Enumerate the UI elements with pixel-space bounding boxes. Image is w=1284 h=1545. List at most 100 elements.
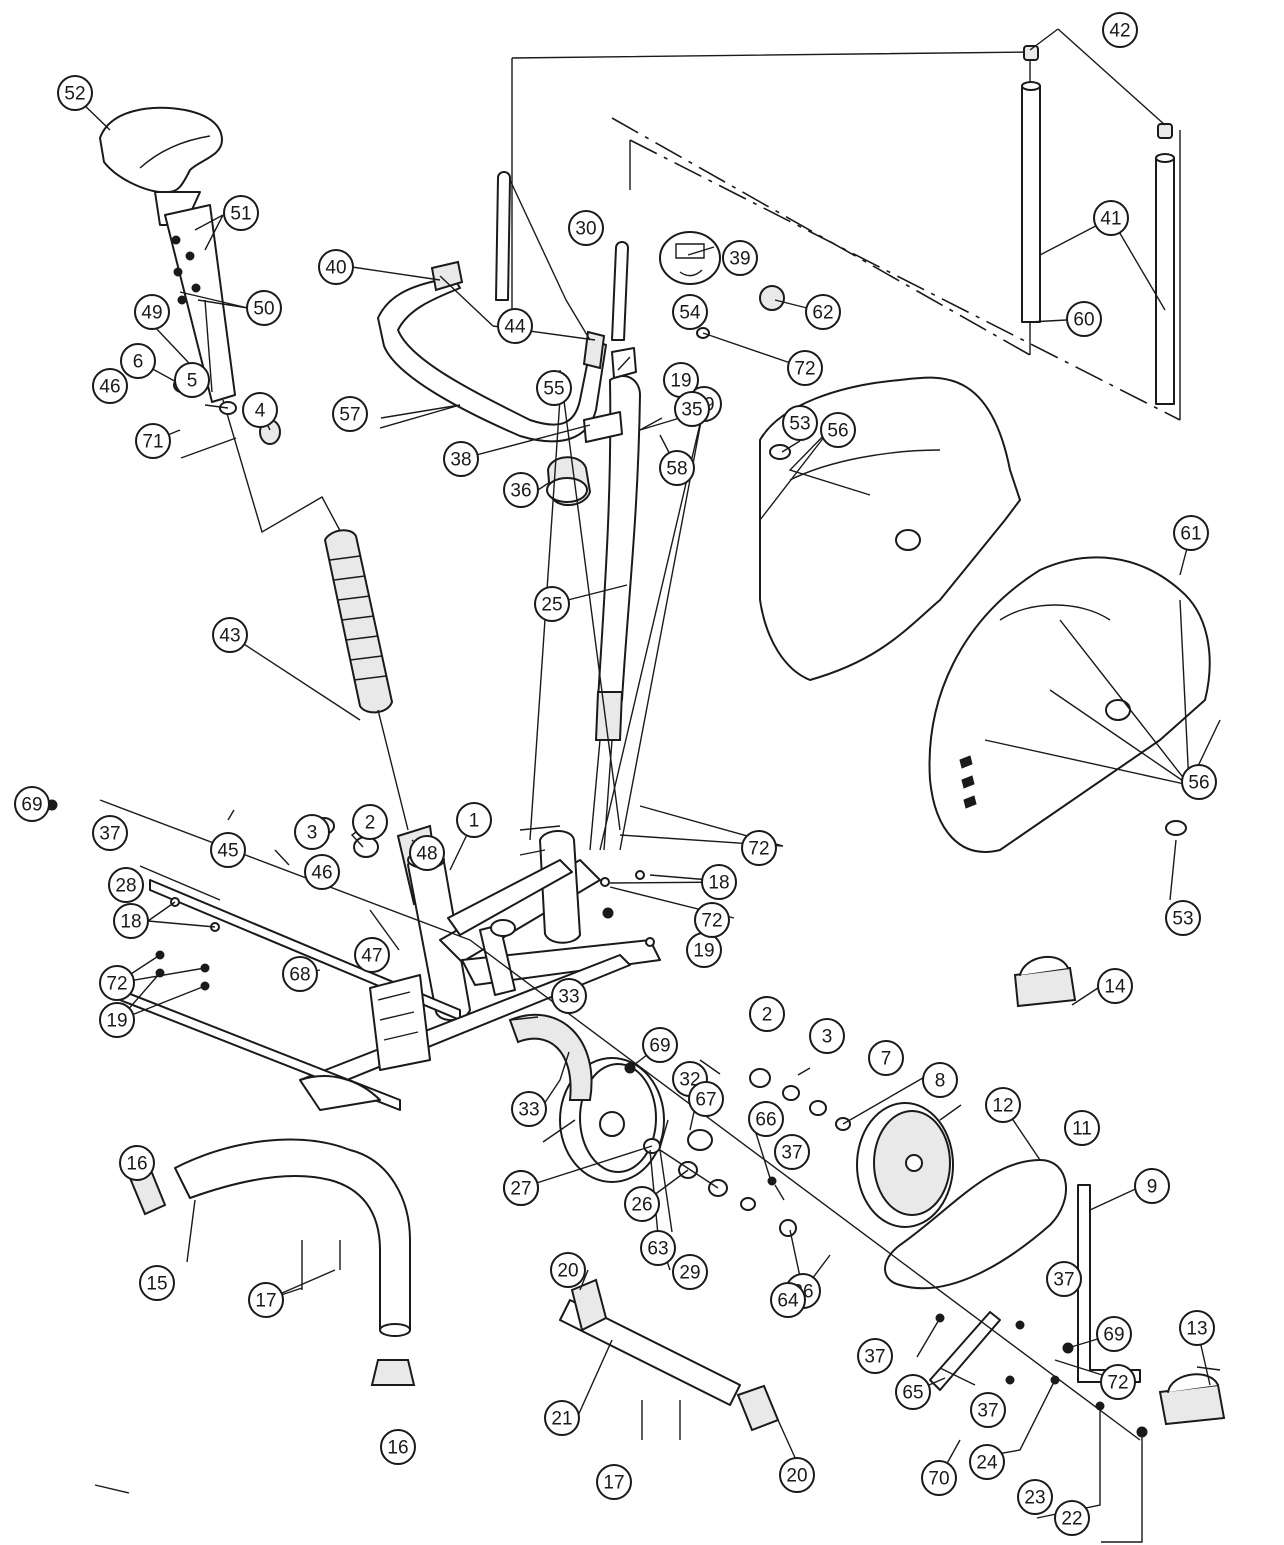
- callout-38: 38: [443, 441, 479, 477]
- callout-circle: [1096, 1316, 1132, 1352]
- callout-number: 72: [701, 911, 722, 932]
- callout-24: 24: [969, 1444, 1005, 1480]
- callout-number: 72: [106, 974, 127, 995]
- callout-11: 11: [1064, 1110, 1100, 1146]
- callout-13: 13: [1179, 1310, 1215, 1346]
- callout-45: 45: [210, 832, 246, 868]
- callout-circle: [659, 450, 695, 486]
- callout-circle: [113, 903, 149, 939]
- rear-stabilizer: [559, 1278, 780, 1432]
- callout-35: 35: [674, 391, 710, 427]
- callout-number: 4: [255, 401, 266, 422]
- callout-25: 25: [534, 586, 570, 622]
- callout-number: 67: [695, 1090, 716, 1111]
- callout-33: 33: [511, 1091, 547, 1127]
- callout-number: 70: [928, 1469, 949, 1490]
- callout-46: 46: [92, 368, 128, 404]
- callout-30: 30: [568, 210, 604, 246]
- callout-72: 72: [1100, 1364, 1136, 1400]
- callout-36: 36: [503, 472, 539, 508]
- callout-18: 18: [113, 903, 149, 939]
- callout-circle: [246, 290, 282, 326]
- callout-58: 58: [659, 450, 695, 486]
- callout-72: 72: [694, 902, 730, 938]
- callout-46: 46: [304, 854, 340, 890]
- callout-number: 62: [812, 303, 833, 324]
- callout-64: 64: [770, 1282, 806, 1318]
- callout-37: 37: [1046, 1261, 1082, 1297]
- callout-number: 72: [794, 359, 815, 380]
- callout-47: 47: [354, 937, 390, 973]
- callout-number: 72: [748, 839, 769, 860]
- console: [611, 231, 721, 379]
- callout-number: 18: [120, 912, 141, 933]
- callout-7: 7: [868, 1040, 904, 1076]
- callout-circle: [534, 586, 570, 622]
- right-cover: [928, 556, 1211, 853]
- callout-6: 6: [120, 343, 156, 379]
- callout-68: 68: [282, 956, 318, 992]
- callout-41: 41: [1093, 200, 1129, 236]
- callout-5: 5: [174, 362, 210, 398]
- callout-3: 3: [294, 814, 330, 850]
- belt: [884, 1159, 1067, 1290]
- callout-number: 39: [729, 249, 750, 270]
- callout-number: 69: [1103, 1325, 1124, 1346]
- brake-strap: [508, 1013, 593, 1101]
- callout-57: 57: [332, 396, 368, 432]
- callout-circle: [672, 294, 708, 330]
- callout-circle: [642, 1027, 678, 1063]
- right-crank: [1077, 1184, 1141, 1383]
- callout-number: 23: [1024, 1488, 1045, 1509]
- callout-number: 44: [504, 317, 526, 338]
- callout-number: 21: [551, 1409, 572, 1430]
- callout-circle: [139, 1265, 175, 1301]
- pedal: [1158, 1373, 1226, 1426]
- callout-circle: [688, 1081, 724, 1117]
- callout-number: 33: [558, 987, 579, 1008]
- callout-circle: [694, 902, 730, 938]
- callout-circle: [497, 308, 533, 344]
- callout-50: 50: [246, 290, 282, 326]
- callout-number: 48: [416, 844, 437, 865]
- callout-20: 20: [550, 1252, 586, 1288]
- bolts: [139, 404, 976, 1440]
- callout-circle: [174, 362, 210, 398]
- callout-number: 26: [631, 1195, 652, 1216]
- callout-55: 55: [536, 370, 572, 406]
- callout-number: 24: [976, 1453, 998, 1474]
- callout-circle: [787, 350, 823, 386]
- callout-circle: [701, 864, 737, 900]
- callout-number: 42: [1109, 21, 1130, 42]
- callout-number: 2: [365, 813, 376, 834]
- callout-42: 42: [1102, 12, 1138, 48]
- callout-number: 37: [781, 1143, 802, 1164]
- callout-71: 71: [135, 423, 171, 459]
- callout-circle: [1165, 900, 1201, 936]
- callout-number: 68: [289, 965, 310, 986]
- callout-number: 53: [789, 414, 810, 435]
- callout-circle: [352, 804, 388, 840]
- callout-circle: [672, 1254, 708, 1290]
- callout-circle: [596, 1464, 632, 1500]
- callout-number: 63: [647, 1239, 668, 1260]
- callout-2: 2: [352, 804, 388, 840]
- callout-circle: [134, 294, 170, 330]
- callout-circle: [624, 1186, 660, 1222]
- callout-circle: [985, 1087, 1021, 1123]
- callout-number: 2: [762, 1005, 773, 1026]
- callout-number: 7: [881, 1049, 892, 1070]
- callout-52: 52: [57, 75, 93, 111]
- callout-circle: [895, 1374, 931, 1410]
- callout-circle: [805, 294, 841, 330]
- callout-circle: [749, 996, 785, 1032]
- callout-circle: [248, 1282, 284, 1318]
- callout-circle: [922, 1062, 958, 1098]
- left-cover: [759, 376, 1021, 681]
- callout-circle: [1066, 301, 1102, 337]
- callout-circle: [1017, 1479, 1053, 1515]
- callout-circle: [921, 1460, 957, 1496]
- callout-16: 16: [380, 1429, 416, 1465]
- callout-69: 69: [14, 786, 50, 822]
